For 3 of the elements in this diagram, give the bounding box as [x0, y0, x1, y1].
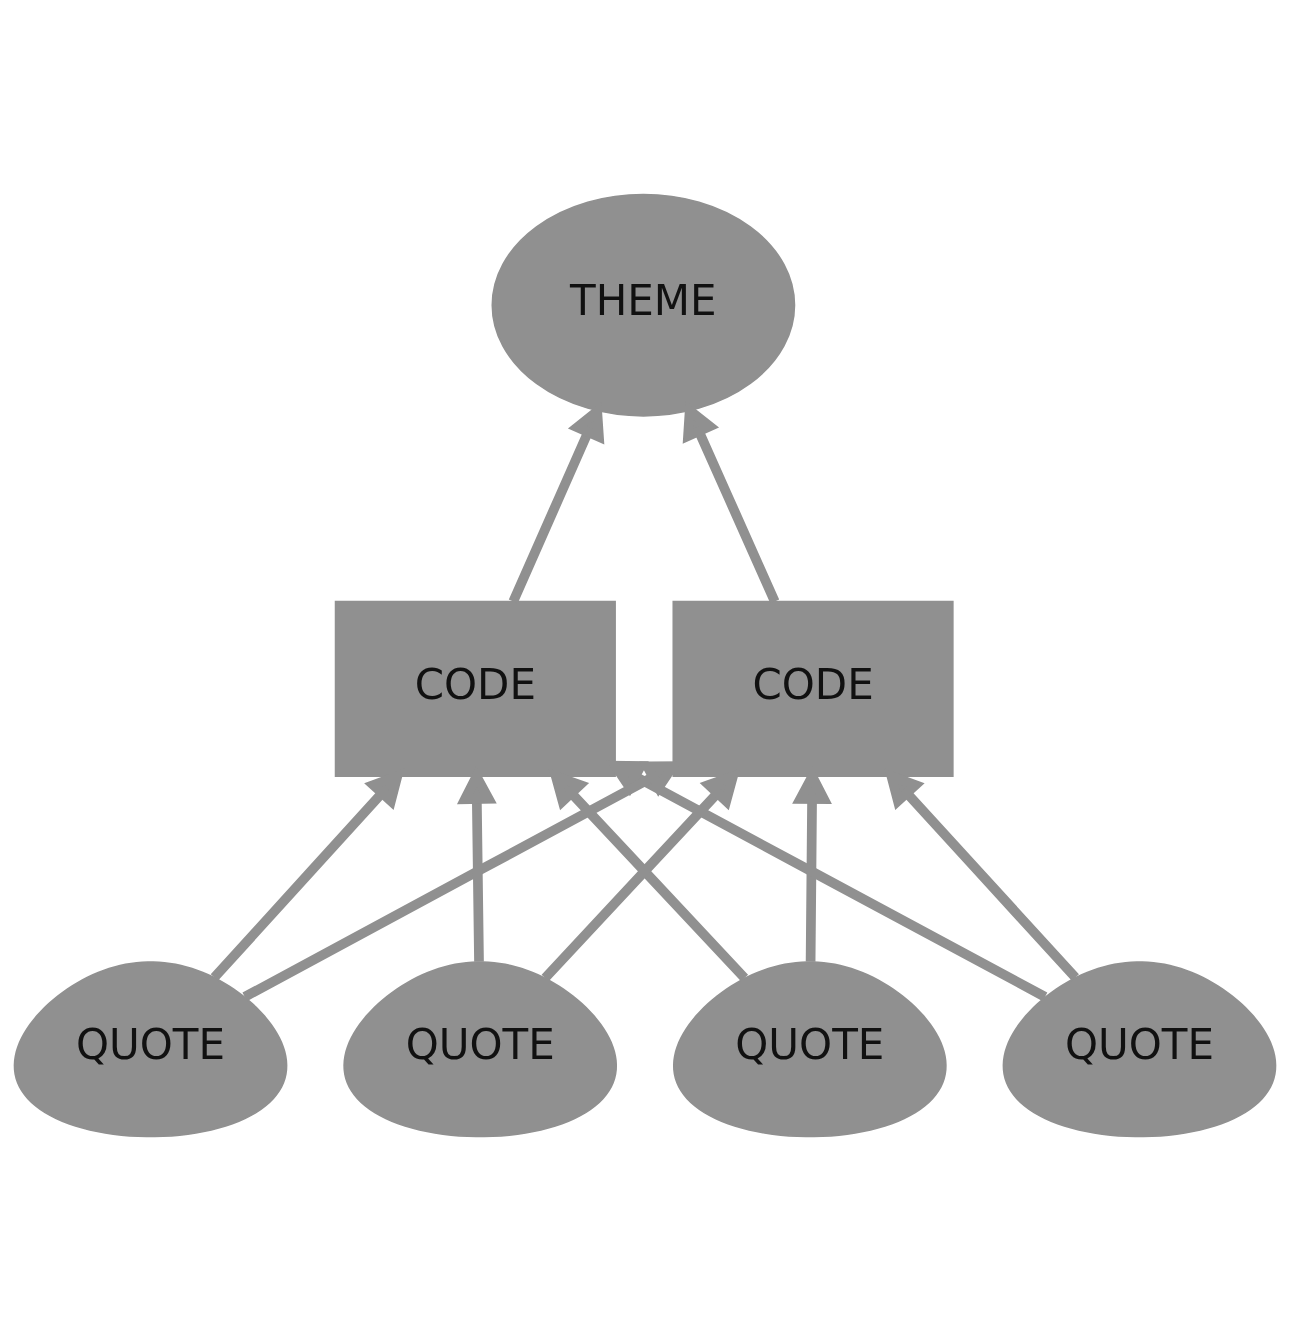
node-box: CODE: [334, 600, 616, 777]
node-box: CODE: [672, 600, 954, 777]
node-ellipse: THEME: [491, 193, 796, 417]
